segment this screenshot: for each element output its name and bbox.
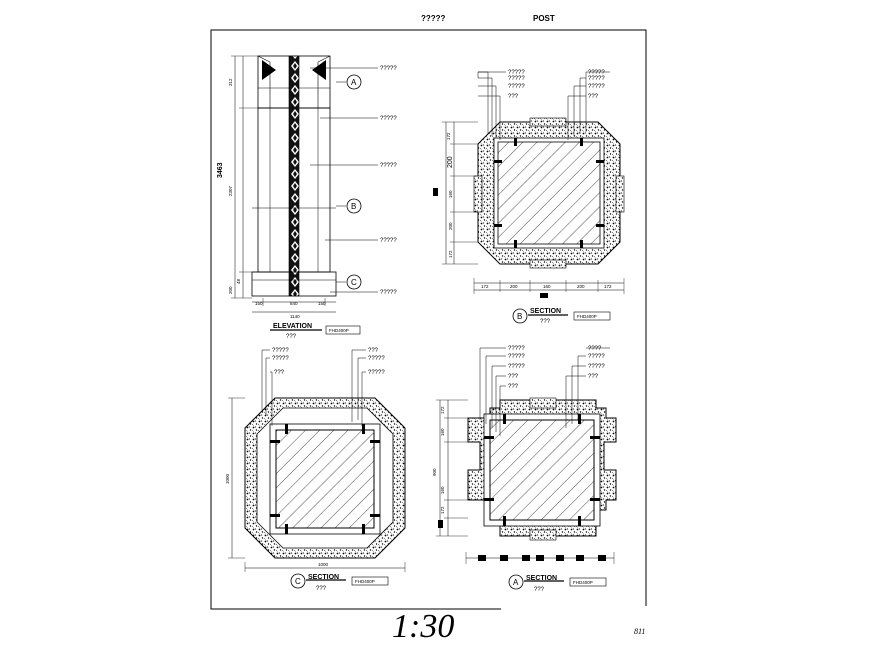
section-c-view	[228, 349, 406, 589]
header-left-title: ?????	[421, 14, 446, 23]
section-a-view	[436, 347, 617, 590]
svg-text:?????: ?????	[588, 364, 605, 370]
svg-text:172: 172	[481, 284, 489, 289]
svg-text:FHD400P: FHD400P	[329, 328, 349, 333]
svg-text:160: 160	[543, 284, 551, 289]
svg-text:FHD400P: FHD400P	[355, 579, 375, 584]
inlay-strip	[288, 55, 300, 297]
svg-text:200: 200	[228, 286, 233, 294]
svg-text:???: ???	[508, 374, 519, 380]
svg-text:?????: ?????	[380, 116, 397, 122]
svg-text:B: B	[517, 312, 522, 321]
page-number: 811	[634, 627, 646, 636]
section-b-labels: 172 200 160 200 172 172 200 160 200 172 …	[446, 70, 612, 325]
sheet-border	[210, 29, 647, 610]
svg-text:???: ???	[588, 94, 599, 100]
header-right-title: POST	[533, 14, 555, 23]
svg-text:?????: ?????	[588, 354, 605, 360]
svg-text:?????: ?????	[508, 76, 525, 82]
border-gap	[501, 606, 647, 612]
svg-text:?????: ?????	[508, 354, 525, 360]
svg-text:???: ???	[368, 348, 379, 354]
svg-text:?????: ?????	[588, 70, 605, 76]
svg-text:200: 200	[448, 222, 453, 230]
svg-text:???: ???	[508, 384, 519, 390]
svg-text:???: ???	[286, 334, 297, 340]
svg-text:?????: ?????	[380, 163, 397, 169]
svg-text:150: 150	[318, 301, 326, 306]
drawing-scale: 1:30	[392, 608, 455, 645]
svg-text:1140: 1140	[290, 314, 300, 319]
svg-text:?????: ?????	[368, 356, 385, 362]
svg-text:?????: ?????	[588, 76, 605, 82]
svg-text:200: 200	[577, 284, 585, 289]
svg-text:?????: ?????	[588, 84, 605, 90]
svg-text:?????: ?????	[380, 290, 397, 296]
svg-text:?????: ?????	[272, 348, 289, 354]
svg-text:A: A	[513, 578, 519, 587]
svg-text:???: ???	[316, 586, 327, 592]
svg-text:160: 160	[440, 486, 445, 494]
svg-text:?????: ?????	[368, 370, 385, 376]
svg-text:?????: ?????	[508, 346, 525, 352]
svg-text:????: ????	[588, 346, 602, 352]
svg-text:?????: ?????	[508, 364, 525, 370]
section-b-title: SECTION	[530, 308, 561, 315]
svg-text:???: ???	[588, 374, 599, 380]
svg-text:840: 840	[290, 301, 298, 306]
section-c-labels: 1000 1000 ????? ????? ??? ??? ????? ????…	[225, 348, 385, 592]
svg-text:150: 150	[255, 301, 263, 306]
svg-text:2307: 2307	[228, 185, 233, 196]
section-a-labels: 172 160 900 160 172 ????? ????? ????? ??…	[432, 346, 605, 593]
svg-text:1000: 1000	[225, 473, 230, 484]
svg-text:312: 312	[228, 78, 233, 86]
section-b-view	[433, 71, 625, 324]
svg-text:48: 48	[236, 278, 241, 284]
svg-text:???: ???	[508, 94, 519, 100]
svg-text:???: ???	[534, 587, 545, 593]
marker-b: B	[351, 202, 356, 211]
elevation-total-height: 3463	[217, 162, 224, 178]
svg-text:?????: ?????	[380, 66, 397, 72]
elevation-view	[231, 55, 378, 335]
svg-text:172: 172	[604, 284, 612, 289]
svg-text:?????: ?????	[508, 70, 525, 76]
svg-text:172: 172	[446, 132, 451, 140]
svg-text:?????: ?????	[380, 238, 397, 244]
section-a-title: SECTION	[526, 575, 557, 582]
svg-text:???: ???	[540, 319, 551, 325]
svg-text:160: 160	[448, 190, 453, 198]
svg-text:?????: ?????	[508, 84, 525, 90]
svg-text:???: ???	[274, 370, 285, 376]
svg-text:200: 200	[510, 284, 518, 289]
svg-text:200: 200	[447, 156, 454, 168]
svg-text:172: 172	[440, 406, 445, 414]
svg-text:900: 900	[432, 468, 437, 476]
elevation-title: ELEVATION	[273, 323, 312, 330]
svg-text:172: 172	[440, 506, 445, 514]
marker-c: C	[351, 278, 357, 287]
svg-text:FHD400P: FHD400P	[573, 580, 593, 585]
svg-text:172: 172	[448, 250, 453, 258]
svg-text:?????: ?????	[272, 356, 289, 362]
svg-text:160: 160	[440, 428, 445, 436]
svg-text:FHD400P: FHD400P	[577, 314, 597, 319]
section-c-title: SECTION	[308, 574, 339, 581]
svg-text:1000: 1000	[318, 562, 329, 567]
svg-text:C: C	[295, 577, 301, 586]
marker-a: A	[351, 78, 357, 87]
elevation-labels: 3463 312 2307 48 200 150 840 150 1140 ??…	[217, 66, 397, 340]
